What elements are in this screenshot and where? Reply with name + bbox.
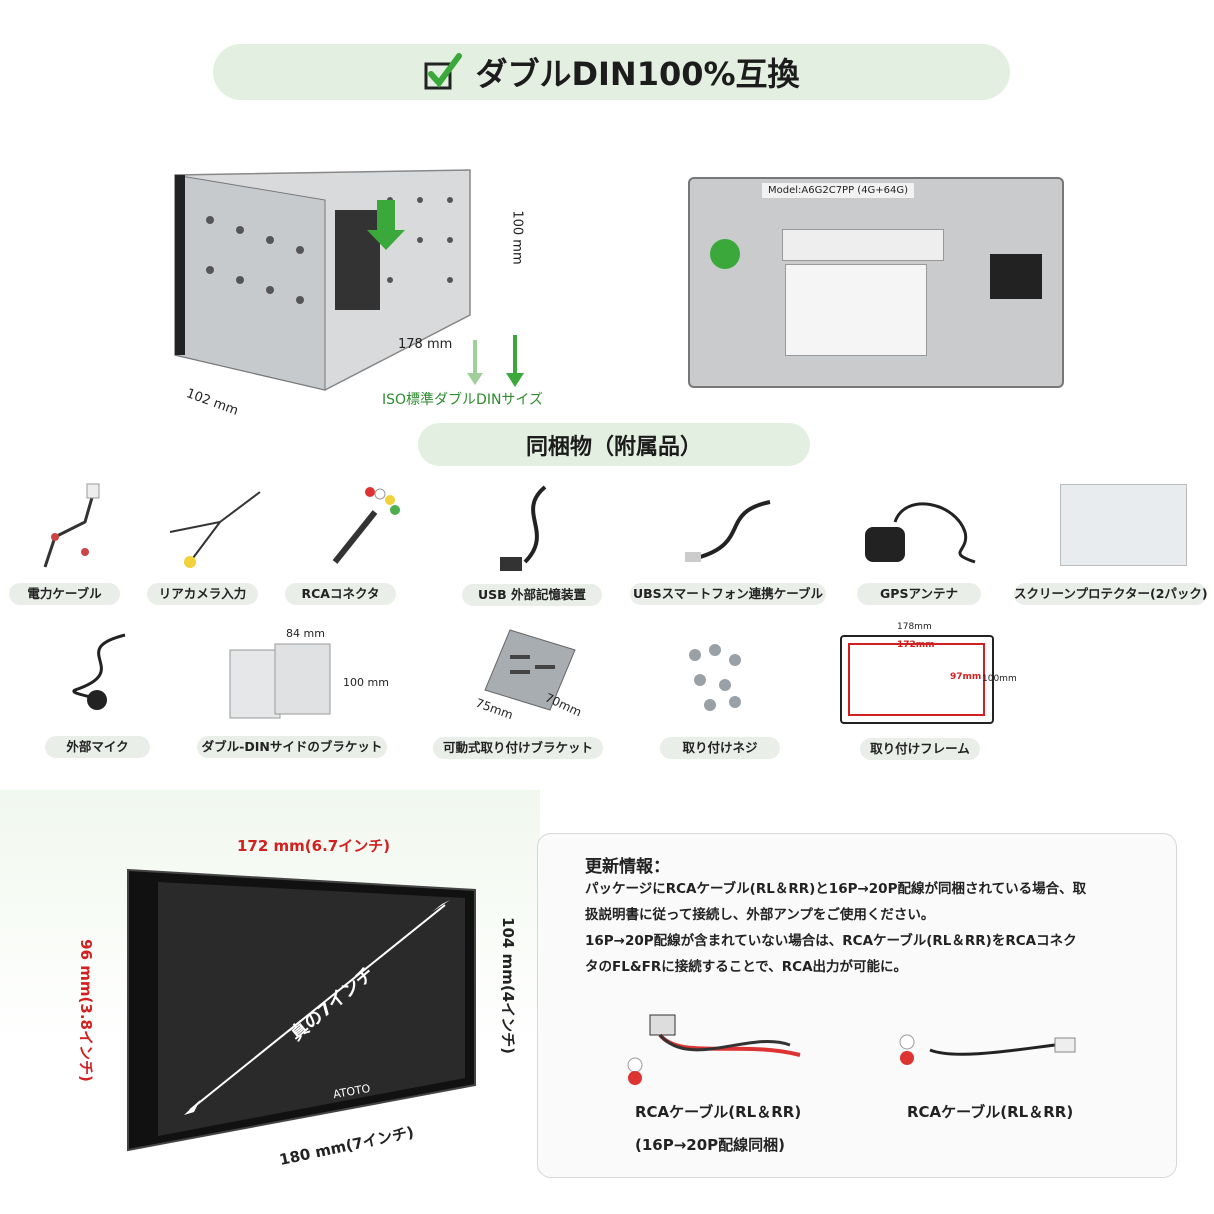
power-cable-icon bbox=[25, 482, 115, 577]
update-line-3: 16P→20P配線が含まれていない場合は、RCAケーブル(RL＆RR)をRCAコ… bbox=[585, 933, 1077, 949]
usb-storage-icon bbox=[495, 482, 565, 577]
update-line-4: タのFL&FRに接続することで、RCA出力が可能に。 bbox=[585, 959, 908, 975]
rca-cable-image bbox=[895, 1030, 1085, 1070]
update-line-2: 扱説明書に従って接続し、外部アンプをご使用ください。 bbox=[585, 907, 935, 923]
gps-antenna-icon bbox=[855, 482, 985, 577]
movable-bracket-icon bbox=[480, 625, 580, 715]
accessories-title: 同梱物（附属品） bbox=[418, 423, 810, 466]
label-rear-camera: リアカメラ入力 bbox=[147, 583, 258, 605]
label-screen-protector: スクリーンプロテクター(2パック) bbox=[1014, 583, 1208, 605]
update-info-box bbox=[537, 833, 1177, 1178]
rca-connector-icon bbox=[315, 482, 405, 577]
screws-icon bbox=[680, 640, 750, 715]
label-screws: 取り付けネジ bbox=[660, 737, 780, 759]
dim-100mm: 100 mm bbox=[509, 210, 525, 265]
bracket-width: 84 mm bbox=[286, 627, 325, 640]
dim-178mm: 178 mm bbox=[398, 337, 453, 352]
spec-sticker bbox=[785, 264, 927, 356]
din-chassis-image bbox=[150, 160, 510, 420]
label-double-din-bracket: ダブル-DINサイドのブラケット bbox=[197, 736, 387, 758]
bracket-height: 100 mm bbox=[343, 676, 389, 689]
frame-inner-height: 97mm bbox=[950, 672, 982, 682]
update-title: 更新情報： bbox=[585, 857, 670, 877]
label-mounting-frame: 取り付けフレーム bbox=[860, 738, 980, 760]
screen-left-dim: 96 mm(3.8インチ) bbox=[76, 939, 95, 1082]
model-label: Model:A6G2C7PP (4G+64G) bbox=[762, 183, 915, 198]
mounting-frame-icon bbox=[840, 635, 994, 724]
frame-outer-height: 100mm bbox=[982, 674, 1017, 684]
iso-label: ISO標準ダブルDINサイズ bbox=[382, 392, 543, 408]
rear-camera-icon bbox=[160, 482, 270, 577]
update-line-1: パッケージにRCAケーブル(RL＆RR)と16P→20P配線が同梱されている場合… bbox=[585, 881, 1087, 897]
label-power-cable: 電力ケーブル bbox=[9, 583, 120, 605]
cable2-label: RCAケーブル(RL＆RR) bbox=[907, 1103, 1074, 1121]
label-smartphone-cable: UBSスマートフォン連携ケーブル bbox=[630, 583, 826, 605]
page-title: ダブルDIN100%互換 bbox=[475, 55, 800, 93]
rca-harness-image bbox=[620, 1010, 810, 1085]
label-rca-connector: RCAコネクタ bbox=[285, 583, 396, 605]
frame-outer-width: 178mm bbox=[897, 622, 932, 632]
smartphone-cable-icon bbox=[680, 492, 780, 572]
cable1-label: RCAケーブル(RL＆RR) bbox=[635, 1103, 802, 1121]
label-movable-bracket: 可動式取り付けブラケット bbox=[433, 737, 603, 759]
rear-panel-image: Model:A6G2C7PP (4G+64G) bbox=[688, 177, 1064, 388]
check-icon bbox=[423, 52, 463, 92]
label-usb-storage: USB 外部記憶装置 bbox=[462, 584, 602, 606]
screen-right-dim: 104 mm(4インチ) bbox=[498, 917, 517, 1054]
cable1-sublabel: (16P→20P配線同梱) bbox=[635, 1136, 786, 1154]
microphone-icon bbox=[55, 630, 145, 715]
label-gps-antenna: GPSアンテナ bbox=[857, 583, 981, 605]
iso-connector bbox=[990, 254, 1042, 299]
screen-protector-icon bbox=[1060, 484, 1187, 566]
frame-inner-width: 172mm bbox=[897, 640, 935, 650]
header-banner: ダブルDIN100%互換 bbox=[213, 44, 1010, 100]
screen-top-dim: 172 mm(6.7インチ) bbox=[237, 837, 391, 855]
double-din-bracket-icon bbox=[225, 642, 340, 722]
head-unit-screen bbox=[110, 860, 490, 1160]
connector-block bbox=[782, 229, 944, 261]
label-microphone: 外部マイク bbox=[45, 736, 150, 758]
down-arrow-icon bbox=[465, 335, 525, 394]
antenna-port bbox=[710, 239, 740, 269]
